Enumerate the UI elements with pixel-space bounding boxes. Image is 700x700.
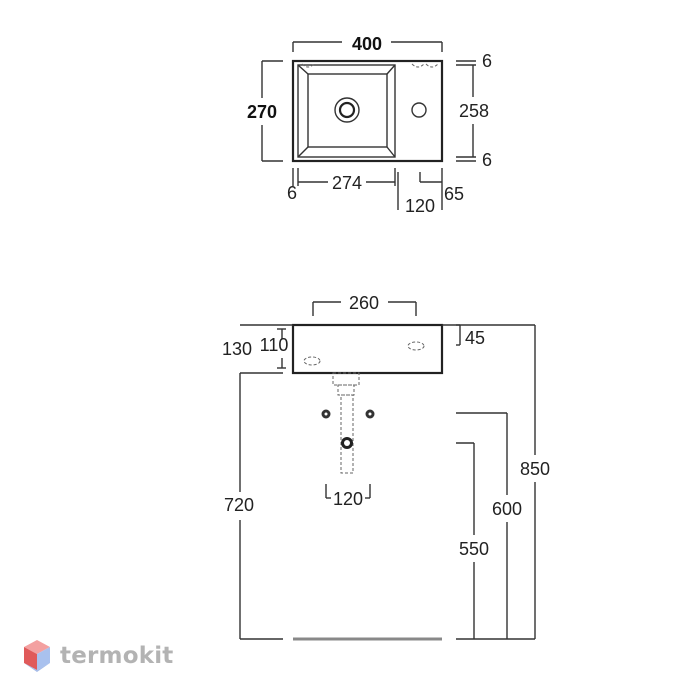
dim-bowl-width-label: 274 bbox=[332, 173, 362, 193]
bowl-inner bbox=[307, 73, 388, 148]
supply-valve-left-icon bbox=[321, 409, 331, 419]
dim-left-gap-label: 6 bbox=[287, 183, 297, 203]
dim-inner-depth-label: 258 bbox=[459, 101, 489, 121]
dim-hole-spacing-label: 260 bbox=[349, 293, 379, 313]
brand-logo: termokit bbox=[22, 636, 173, 676]
dim-bottom-gap-label: 6 bbox=[482, 150, 492, 170]
dim-width-label: 400 bbox=[352, 34, 382, 54]
dim-underside-height-label: 720 bbox=[224, 495, 254, 515]
overflow-right-icon bbox=[407, 341, 425, 351]
dim-body-height-label: 110 bbox=[260, 335, 289, 355]
supply-valve-right-icon bbox=[365, 409, 375, 419]
dim-top-height-label: 850 bbox=[520, 459, 550, 479]
dim-supply-height-label: 600 bbox=[492, 499, 522, 519]
overflow-left-icon bbox=[303, 356, 321, 366]
drain-icon bbox=[338, 101, 356, 119]
dim-supply-spacing-label: 120 bbox=[333, 489, 363, 509]
dim-drain-height-label: 550 bbox=[459, 539, 489, 559]
tap-hole-icon bbox=[411, 102, 427, 118]
cube-logo-icon bbox=[24, 640, 50, 672]
dim-rim-height-label: 45 bbox=[465, 328, 485, 348]
dim-total-height-label: 130 bbox=[222, 339, 252, 359]
siphon-outline bbox=[332, 372, 360, 474]
dim-depth-label: 270 bbox=[247, 102, 277, 122]
front-view: 260 45 130 110 bbox=[222, 293, 550, 641]
basin-outline bbox=[291, 59, 444, 163]
bowl-outer-rim bbox=[297, 64, 396, 158]
dim-deck-width-label: 120 bbox=[405, 196, 435, 216]
drain-outer-icon bbox=[334, 97, 360, 123]
dim-top-gap-label: 6 bbox=[482, 51, 492, 71]
dim-tap-offset-label: 65 bbox=[444, 184, 464, 204]
top-view: 400 270 6 258 6 6 274 120 65 bbox=[247, 34, 492, 216]
basin-front bbox=[291, 323, 444, 375]
brand-name: termokit bbox=[60, 643, 174, 669]
